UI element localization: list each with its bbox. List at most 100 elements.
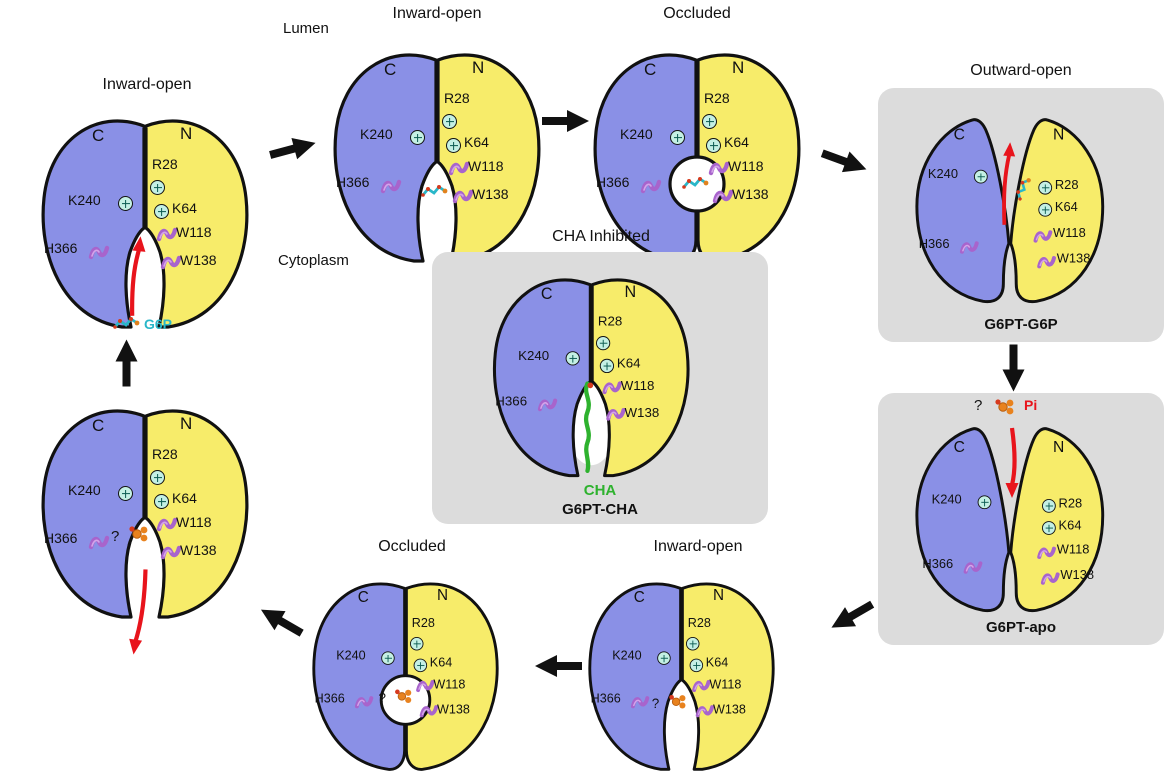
residue-label-h366: H366 (336, 174, 370, 190)
residue-sidechain-icon (419, 704, 439, 723)
cycle-arrow-icon (814, 140, 872, 186)
residue-label-k240: K240 (518, 347, 550, 363)
state-title-inward-open-2: Inward-open (392, 5, 482, 22)
positive-charge-icon (1042, 521, 1056, 535)
transporter-cartoon (915, 427, 1105, 613)
state-caption-g6pt-apo: G6PT-apo (985, 619, 1056, 636)
g6p-molecule-icon (420, 180, 450, 205)
uncertainty-question-mark: ? (111, 528, 120, 545)
residue-label-w138: W138 (180, 252, 217, 268)
cycle-arrow-icon (996, 343, 1027, 393)
residue-sidechain-icon (602, 380, 623, 400)
domain-c-label: C (953, 438, 965, 456)
positive-charge-icon (657, 651, 671, 665)
residue-label-w118: W118 (728, 158, 764, 174)
residue-sidechain-icon (452, 188, 474, 209)
residue-label-k240: K240 (927, 166, 959, 181)
domain-n-label: N (1053, 438, 1065, 456)
residue-label-w118: W118 (709, 676, 742, 691)
transport-arrow-icon (997, 142, 1018, 232)
positive-charge-icon (702, 114, 717, 129)
positive-charge-icon (686, 637, 700, 651)
positive-charge-icon (410, 637, 424, 651)
residue-label-k64: K64 (724, 134, 749, 150)
residue-sidechain-icon (160, 544, 182, 565)
residue-sidechain-icon (708, 160, 730, 181)
state-caption-g6pt-g6p: G6PT-G6P (984, 316, 1058, 333)
residue-label-h366: H366 (918, 236, 950, 251)
residue-label-k240: K240 (68, 482, 101, 498)
positive-charge-icon (1042, 499, 1056, 513)
state-title-inward-open-1: Inward-open (102, 76, 192, 93)
domain-c-label: C (540, 284, 553, 303)
residue-label-k64: K64 (1054, 199, 1078, 214)
residue-label-k64: K64 (464, 134, 489, 150)
c-lobe (41, 409, 146, 619)
c-lobe (915, 118, 1011, 304)
residue-label-r28: R28 (1058, 495, 1083, 511)
transporter-cartoon (41, 409, 249, 619)
residue-label-r28: R28 (152, 156, 178, 172)
residue-sidechain-icon (630, 695, 650, 714)
positive-charge-icon (565, 351, 580, 366)
transporter-cartoon (333, 53, 541, 263)
residue-label-h366: H366 (922, 556, 954, 571)
n-lobe (680, 582, 775, 771)
n-lobe (436, 53, 541, 263)
pi-label: Pi (1024, 397, 1038, 413)
residue-label-w138: W138 (1056, 250, 1091, 266)
residue-label-h366: H366 (44, 240, 78, 256)
uncertainty-question-mark: ? (651, 696, 660, 712)
cha-molecule-icon (579, 380, 596, 480)
transporter-cartoon (41, 119, 249, 329)
residue-label-k240: K240 (336, 647, 366, 663)
transporter-cartoon (312, 582, 499, 771)
residue-label-k64: K64 (616, 355, 641, 371)
transport-arrow-icon (123, 235, 148, 323)
residue-label-k240: K240 (620, 126, 653, 142)
domain-c-label: C (953, 125, 965, 144)
residue-label-w138: W138 (732, 186, 769, 202)
domain-n-label: N (180, 414, 193, 433)
residue-label-w138: W138 (472, 186, 509, 202)
residue-label-r28: R28 (152, 446, 178, 462)
residue-label-w138: W138 (437, 701, 470, 717)
residue-label-h366: H366 (596, 174, 630, 190)
transporter-cartoon (593, 53, 801, 263)
c-lobe (588, 582, 683, 771)
residue-label-w118: W118 (176, 514, 212, 530)
residue-sidechain-icon (160, 254, 182, 275)
residue-label-w138: W138 (624, 404, 660, 420)
n-lobe (404, 582, 499, 771)
transport-arrow-icon (126, 561, 155, 655)
residue-sidechain-icon (640, 178, 662, 199)
residue-label-k240: K240 (931, 491, 962, 507)
n-lobe (1009, 427, 1105, 613)
residue-label-h366: H366 (590, 691, 621, 706)
positive-charge-icon (150, 180, 165, 195)
residue-sidechain-icon (415, 678, 435, 697)
positive-charge-icon (446, 138, 461, 153)
residue-sidechain-icon (1033, 229, 1053, 248)
residue-sidechain-icon (606, 406, 627, 426)
residue-sidechain-icon (691, 678, 711, 697)
residue-label-h366: H366 (495, 393, 528, 409)
domain-n-label: N (732, 58, 745, 77)
residue-label-r28: R28 (1054, 177, 1079, 192)
residue-label-k240: K240 (68, 192, 101, 208)
residue-label-w118: W118 (1056, 541, 1090, 557)
positive-charge-icon (599, 358, 615, 374)
n-lobe (144, 409, 249, 619)
residue-label-h366: H366 (44, 530, 78, 546)
pi-molecule-icon (668, 693, 690, 716)
positive-charge-icon (410, 130, 425, 145)
positive-charge-icon (150, 470, 165, 485)
residue-label-w138: W138 (180, 542, 217, 558)
